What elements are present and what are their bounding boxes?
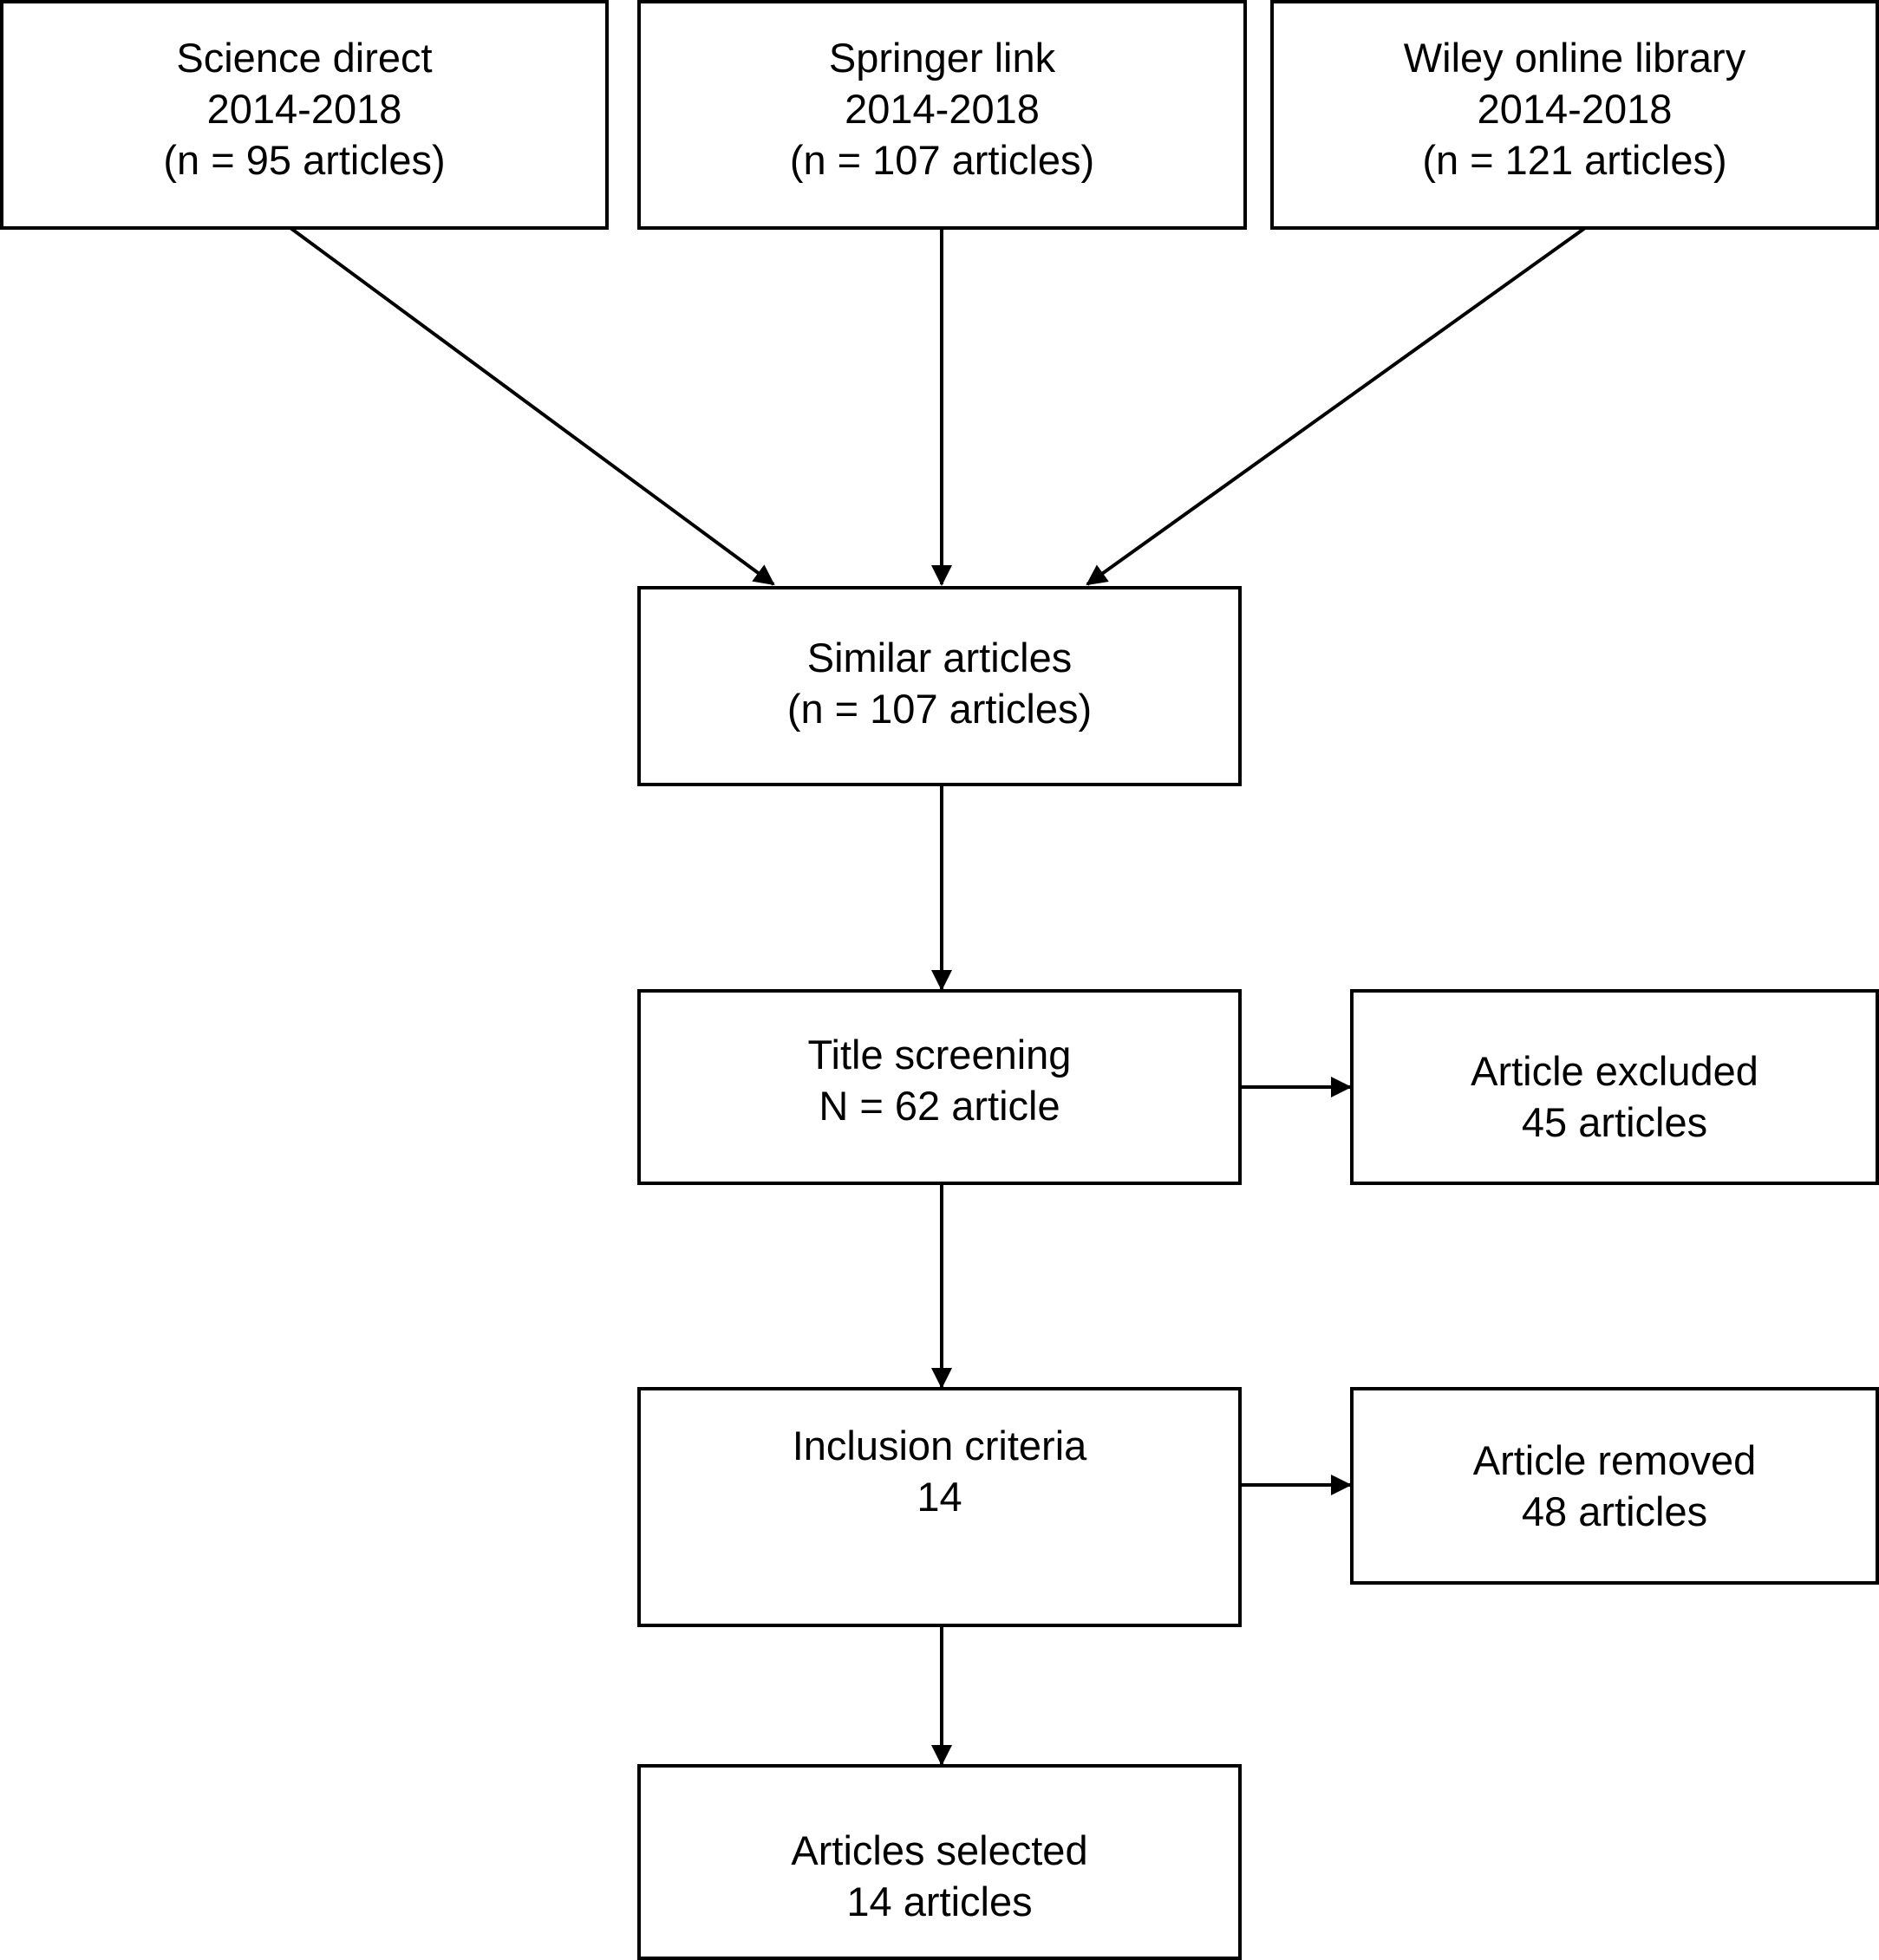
source-box-science-direct: Science direct 2014-2018 (n = 95 article… xyxy=(0,0,609,230)
source-box-springer-link: Springer link 2014-2018 (n = 107 article… xyxy=(637,0,1247,230)
excluded-count: 45 articles xyxy=(1521,1099,1708,1145)
arrow-wiley-to-similar xyxy=(1086,226,1587,586)
source-name: Wiley online library xyxy=(1403,35,1746,81)
inclusion-criteria-box: Inclusion criteria 14 xyxy=(637,1387,1242,1627)
source-box-wiley-online-library: Wiley online library 2014-2018 (n = 121 … xyxy=(1270,0,1879,230)
selected-label: Articles selected xyxy=(791,1827,1088,1873)
arrow-science-to-similar xyxy=(289,226,775,586)
title-screening-label: Title screening xyxy=(807,1032,1072,1078)
source-name: Science direct xyxy=(176,35,433,81)
similar-count: (n = 107 articles) xyxy=(786,686,1093,732)
title-screening-box: Title screening N = 62 article xyxy=(637,989,1242,1185)
removed-count: 48 articles xyxy=(1521,1488,1708,1534)
removed-label: Article removed xyxy=(1472,1437,1757,1483)
title-screening-count: N = 62 article xyxy=(819,1083,1060,1129)
source-years: 2014-2018 xyxy=(1477,86,1673,132)
article-excluded-box: Article excluded 45 articles xyxy=(1350,989,1879,1185)
source-years: 2014-2018 xyxy=(845,86,1040,132)
source-count: (n = 121 articles) xyxy=(1422,137,1727,183)
similar-articles-box: Similar articles (n = 107 articles) xyxy=(637,586,1242,786)
similar-label: Similar articles xyxy=(806,635,1073,680)
inclusion-count: 14 xyxy=(917,1474,962,1520)
articles-selected-box: Articles selected 14 articles xyxy=(637,1764,1242,1960)
source-count: (n = 95 articles) xyxy=(163,137,446,183)
source-years: 2014-2018 xyxy=(206,86,402,132)
article-removed-box: Article removed 48 articles xyxy=(1350,1387,1879,1585)
source-name: Springer link xyxy=(828,35,1056,81)
excluded-label: Article excluded xyxy=(1471,1048,1758,1094)
selected-count: 14 articles xyxy=(846,1879,1033,1924)
source-count: (n = 107 articles) xyxy=(789,137,1095,183)
inclusion-label: Inclusion criteria xyxy=(792,1423,1087,1468)
